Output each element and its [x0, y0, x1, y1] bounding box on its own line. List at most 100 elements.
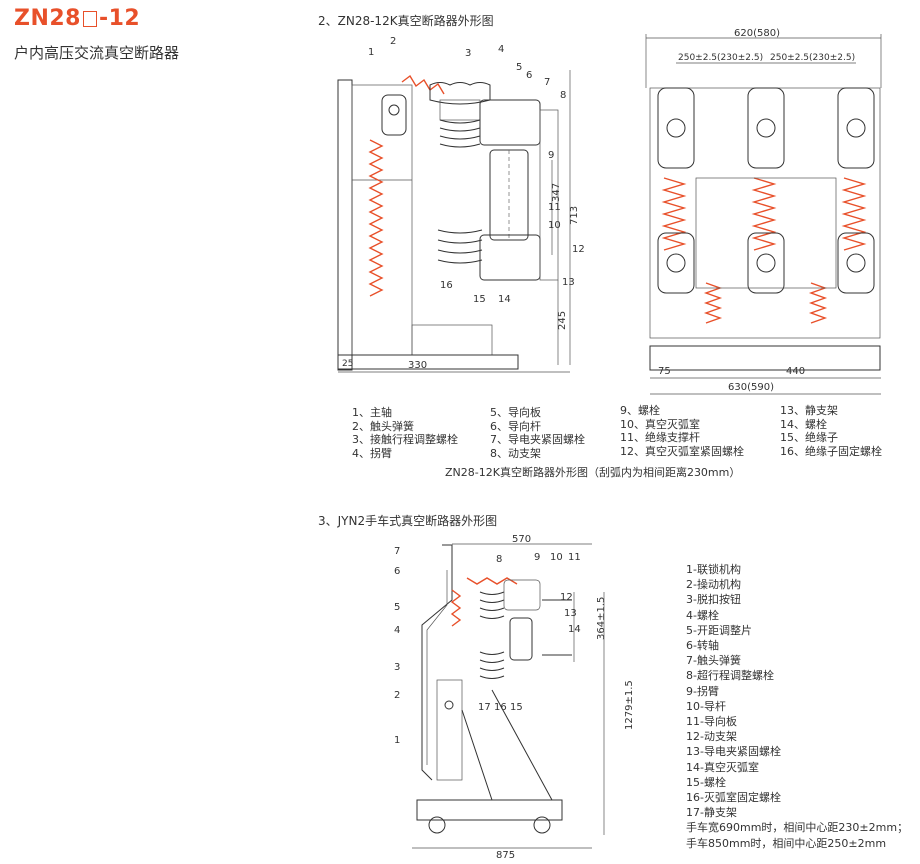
main-spring [368, 139, 384, 297]
list-item: 17-静支架 [686, 806, 737, 820]
list-item: 8-超行程调整螺栓 [686, 669, 774, 683]
svg-text:3: 3 [394, 662, 400, 673]
svg-text:4: 4 [394, 625, 400, 636]
svg-text:7: 7 [394, 546, 400, 557]
svg-text:620(580): 620(580) [734, 28, 780, 39]
svg-text:1: 1 [368, 47, 374, 58]
page-subtitle: 户内高压交流真空断路器 [14, 44, 180, 62]
trolley-insulator-upper [479, 591, 505, 619]
trolley-breaker-drawing: 570 875 364±1.5 1279±1.5 1 2 3 4 5 6 7 8… [394, 534, 632, 860]
svg-text:2: 2 [394, 690, 400, 701]
svg-text:25: 25 [342, 359, 353, 369]
list-item: 2-操动机构 [686, 578, 741, 592]
front-base [649, 345, 881, 371]
list-item: 16-灭弧室固定螺栓 [686, 791, 781, 805]
section3-title: 3、JYN2手车式真空断路器外形图 [318, 514, 498, 528]
svg-text:8: 8 [560, 90, 566, 101]
svg-text:5: 5 [516, 62, 522, 73]
svg-text:330: 330 [408, 360, 427, 371]
section2-legend-col-1: 1、主轴 2、触头弹簧 3、接触行程调整螺栓 4、拐臂 [352, 406, 458, 460]
front-spring-right [808, 282, 828, 324]
list-item: 10-导杆 [686, 699, 726, 713]
svg-text:13: 13 [564, 608, 577, 619]
list-item: 5-开距调整片 [686, 623, 752, 637]
trolley-insulator-lower [479, 651, 505, 679]
list-item: 7-触头弹簧 [686, 654, 741, 668]
svg-text:14: 14 [568, 624, 581, 635]
list-item: 4-螺栓 [686, 608, 719, 622]
list-item: 15-螺栓 [686, 775, 726, 789]
section2-legend-col-4: 13、静支架 14、螺栓 15、绝缘子 16、绝缘子固定螺栓 [780, 404, 882, 458]
svg-text:440: 440 [786, 366, 805, 377]
svg-text:6: 6 [394, 566, 400, 577]
checkbox-square-icon [82, 11, 97, 27]
svg-text:250±2.5(230±2.5): 250±2.5(230±2.5) [678, 53, 763, 63]
front-spring-left [703, 282, 723, 324]
svg-text:7: 7 [544, 77, 550, 88]
trolley-support [461, 689, 553, 801]
breaker-front-view-drawing: 620(580) 250±2.5(230±2.5) 250±2.5(230±2.… [645, 28, 882, 395]
trolley-frame-outline [421, 544, 453, 781]
svg-text:245: 245 [557, 311, 568, 330]
trolley-contact-spring [466, 577, 518, 585]
breaker-side-view-drawing: 713 347 245 25 330 1 2 3 4 5 6 7 8 9 10 … [337, 36, 585, 373]
svg-text:15: 15 [510, 702, 523, 713]
svg-text:14: 14 [498, 294, 511, 305]
list-item: 14-真空灭弧室 [686, 760, 759, 774]
list-item: 13-导电夹紧固螺栓 [686, 745, 781, 759]
pole-right [837, 87, 875, 294]
svg-text:16: 16 [494, 702, 507, 713]
list-item: 9-拐臂 [686, 684, 719, 698]
svg-text:10: 10 [550, 552, 563, 563]
section2-caption: ZN28-12K真空断路器外形图（刮弧内为相间距离230mm） [445, 466, 741, 479]
wheel-icon [533, 816, 551, 834]
list-item: 3-脱扣按钮 [686, 593, 741, 607]
list-item: 1-联锁机构 [686, 563, 741, 576]
svg-text:250±2.5(230±2.5): 250±2.5(230±2.5) [770, 53, 855, 63]
pole-middle [747, 87, 785, 294]
svg-text:11: 11 [568, 552, 581, 563]
side-frame-left [337, 79, 353, 371]
svg-text:12: 12 [572, 244, 585, 255]
side-dimension-labels: 713 347 245 25 330 [342, 183, 580, 371]
svg-text:17: 17 [478, 702, 491, 713]
mechanism-box [695, 177, 837, 289]
svg-text:3: 3 [465, 48, 471, 59]
section3-parts-list: 1-联锁机构 2-操动机构 3-脱扣按钮 4-螺栓 5-开距调整片 6-转轴 7… [686, 562, 908, 851]
operating-mechanism [436, 679, 463, 781]
trip-button-icon [444, 700, 454, 710]
svg-text:5: 5 [394, 602, 400, 613]
svg-text:630(590): 630(590) [728, 382, 774, 393]
svg-text:1: 1 [394, 735, 400, 746]
page-title: ZN28-12 [14, 6, 141, 31]
svg-text:75: 75 [658, 366, 671, 377]
svg-text:11: 11 [548, 202, 561, 213]
svg-text:4: 4 [498, 44, 504, 55]
trolley-spring-left [450, 589, 462, 627]
svg-text:713: 713 [569, 206, 580, 225]
svg-text:13: 13 [562, 277, 575, 288]
note-line: 手车850mm时，相间中心距250±2mm [686, 836, 887, 850]
svg-text:15: 15 [473, 294, 486, 305]
note-line: 手车宽690mm时，相间中心距230±2mm； [686, 821, 909, 835]
insulator-upper [429, 82, 491, 105]
side-callouts: 1 2 3 4 5 6 7 8 9 10 11 12 13 14 15 16 [368, 36, 585, 305]
insulator-lower [437, 229, 483, 264]
svg-text:10: 10 [548, 220, 561, 231]
main-shaft-block [381, 94, 407, 136]
svg-text:364±1.5: 364±1.5 [596, 597, 607, 640]
svg-text:1279±1.5: 1279±1.5 [624, 680, 632, 730]
static-bracket [479, 234, 541, 281]
pole-left [657, 87, 695, 294]
section2-legend-col-2: 5、导向板 6、导向杆 7、导电夹紧固螺栓 8、动支架 [490, 406, 585, 460]
svg-text:347: 347 [551, 183, 562, 202]
svg-text:16: 16 [440, 280, 453, 291]
svg-text:570: 570 [512, 534, 531, 545]
side-base [337, 354, 519, 370]
wheel-icon [428, 816, 446, 834]
trolley-chassis [416, 799, 563, 821]
svg-text:9: 9 [548, 150, 554, 161]
svg-text:6: 6 [526, 70, 532, 81]
section2-legend-col-3: 9、螺栓 10、真空灭弧室 11、绝缘支撑杆 12、真空灭弧室紧固螺栓 [620, 404, 744, 458]
trolley-vacuum-interrupter [509, 617, 533, 661]
